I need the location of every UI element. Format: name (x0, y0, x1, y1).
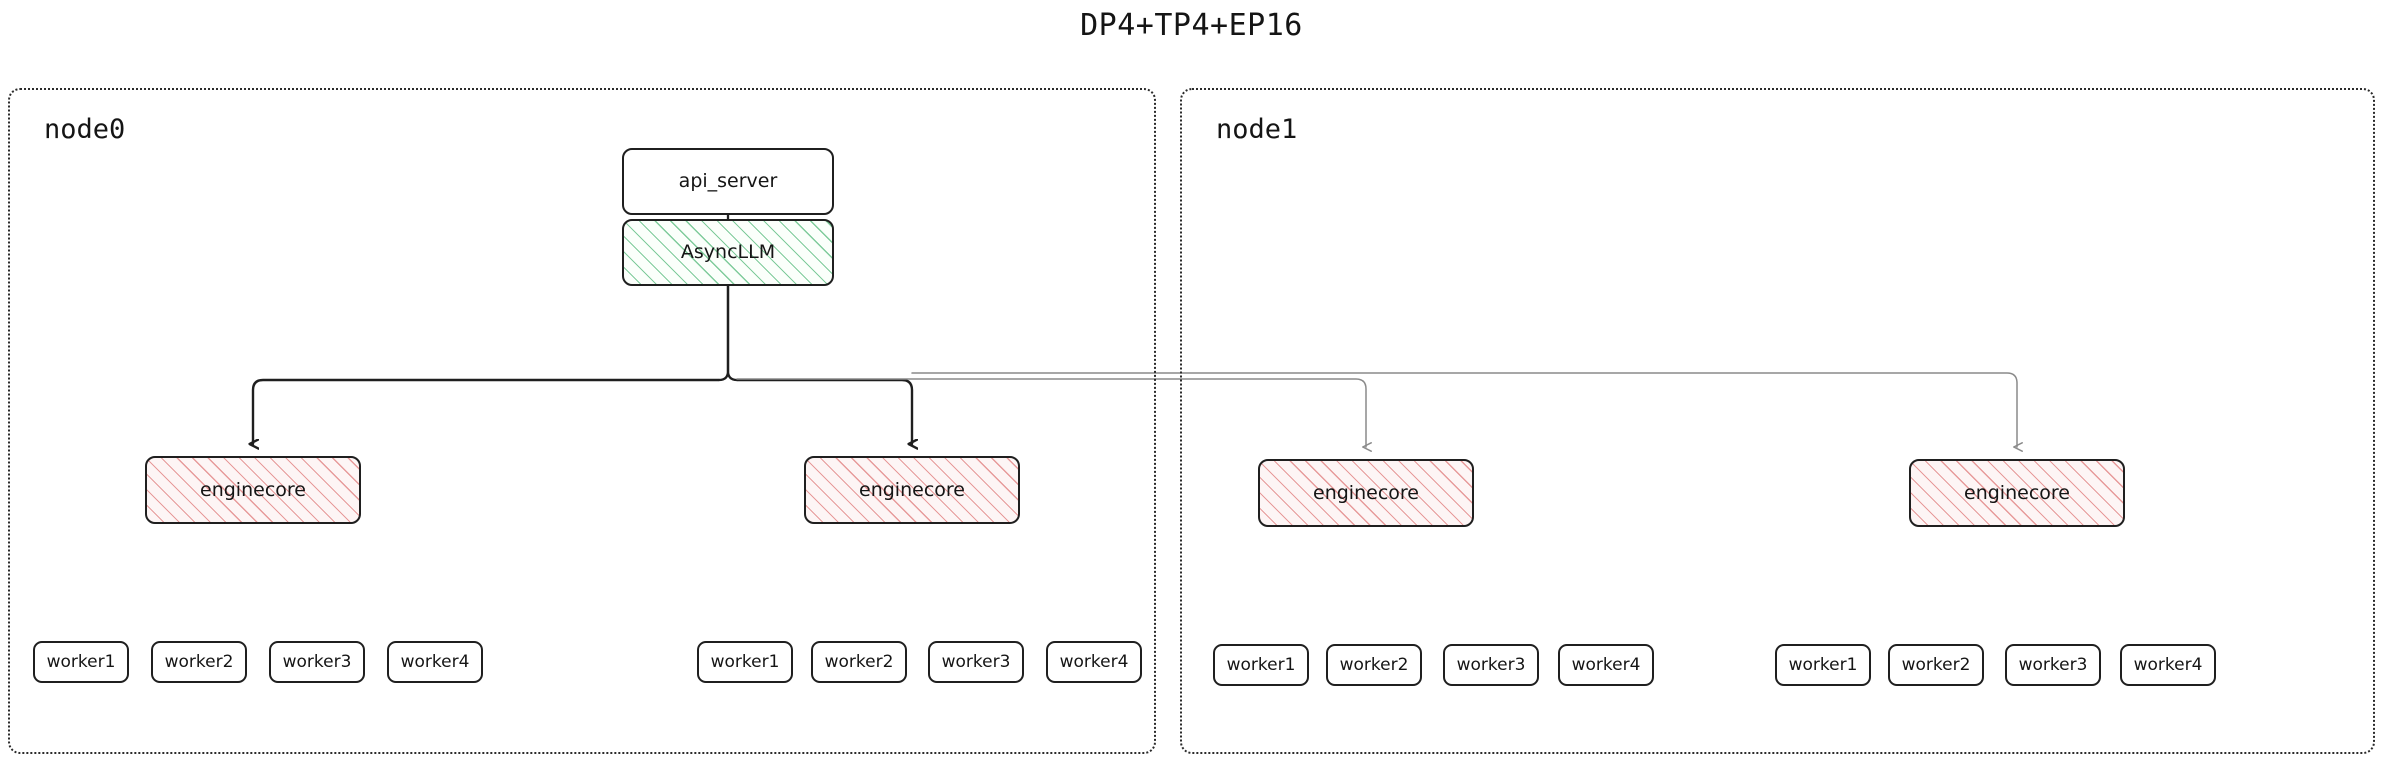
node-worker-g1-4-label: worker4 (1059, 651, 1129, 672)
node-enginecore-2-label: enginecore (1313, 481, 1419, 504)
node-worker-g0-3[interactable]: worker3 (269, 641, 365, 683)
node-async-llm-label: AsyncLLM (680, 241, 776, 263)
node-enginecore-0[interactable]: enginecore (145, 456, 361, 524)
node-worker-g0-4-label: worker4 (400, 651, 470, 672)
node-worker-g3-4[interactable]: worker4 (2120, 644, 2216, 686)
node-worker-g0-4[interactable]: worker4 (387, 641, 483, 683)
node-enginecore-1[interactable]: enginecore (804, 456, 1020, 524)
node-worker-g0-1-label: worker1 (46, 651, 116, 672)
subgraph-node0[interactable]: node0 (8, 88, 1156, 754)
node-worker-g3-2[interactable]: worker2 (1888, 644, 1984, 686)
node-worker-g0-3-label: worker3 (282, 651, 352, 672)
node-worker-g3-2-label: worker2 (1901, 654, 1971, 675)
node-enginecore-1-label: enginecore (859, 478, 965, 501)
node-worker-g2-3-label: worker3 (1456, 654, 1526, 675)
node-enginecore-3[interactable]: enginecore (1909, 459, 2125, 527)
node-worker-g1-1[interactable]: worker1 (697, 641, 793, 683)
node-worker-g1-2[interactable]: worker2 (811, 641, 907, 683)
subgraph-node0-label: node0 (44, 114, 126, 145)
subgraph-node1-label: node1 (1216, 114, 1298, 145)
node-worker-g0-2-label: worker2 (164, 651, 234, 672)
node-enginecore-3-label: enginecore (1964, 481, 2070, 504)
node-async-llm[interactable]: AsyncLLM (622, 219, 834, 286)
subgraph-node1[interactable]: node1 (1180, 88, 2375, 754)
node-worker-g3-4-label: worker4 (2133, 654, 2203, 675)
node-worker-g3-3[interactable]: worker3 (2005, 644, 2101, 686)
node-worker-g0-2[interactable]: worker2 (151, 641, 247, 683)
node-enginecore-0-label: enginecore (200, 478, 306, 501)
page-title: DP4+TP4+EP16 (1080, 8, 1303, 43)
node-worker-g1-2-label: worker2 (824, 651, 894, 672)
node-worker-g2-1-label: worker1 (1226, 654, 1296, 675)
node-worker-g2-2-label: worker2 (1339, 654, 1409, 675)
node-enginecore-2[interactable]: enginecore (1258, 459, 1474, 527)
node-worker-g2-1[interactable]: worker1 (1213, 644, 1309, 686)
node-worker-g3-1[interactable]: worker1 (1775, 644, 1871, 686)
node-worker-g3-3-label: worker3 (2018, 654, 2088, 675)
node-worker-g1-4[interactable]: worker4 (1046, 641, 1142, 683)
node-worker-g3-1-label: worker1 (1788, 654, 1858, 675)
node-worker-g2-4[interactable]: worker4 (1558, 644, 1654, 686)
node-worker-g1-3[interactable]: worker3 (928, 641, 1024, 683)
node-worker-g0-1[interactable]: worker1 (33, 641, 129, 683)
node-worker-g1-3-label: worker3 (941, 651, 1011, 672)
node-worker-g1-1-label: worker1 (710, 651, 780, 672)
node-api-server-label: api_server (678, 170, 778, 192)
node-worker-g2-4-label: worker4 (1571, 654, 1641, 675)
node-worker-g2-3[interactable]: worker3 (1443, 644, 1539, 686)
node-api-server[interactable]: api_server (622, 148, 834, 215)
node-worker-g2-2[interactable]: worker2 (1326, 644, 1422, 686)
